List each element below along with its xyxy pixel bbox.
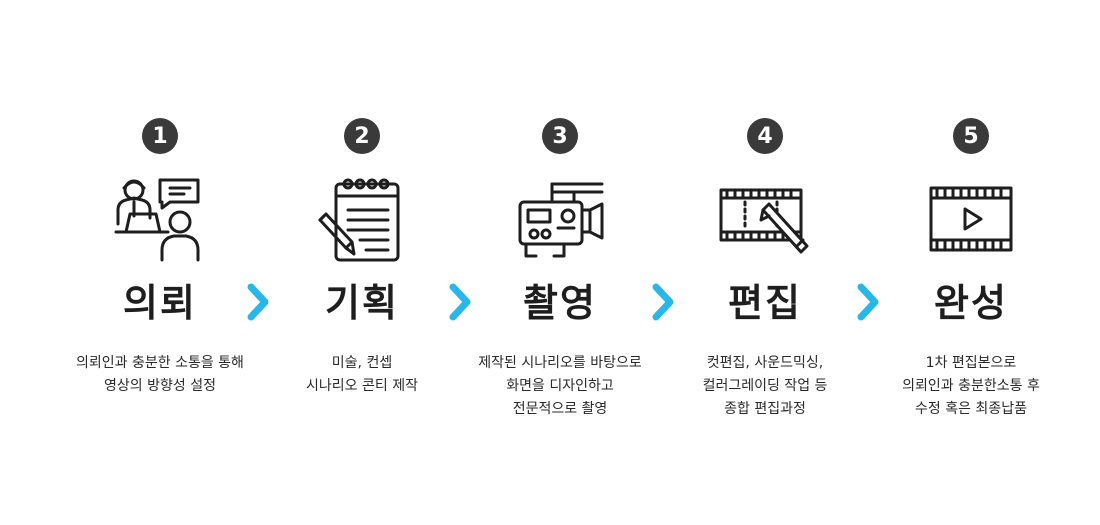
step-number-badge: 5: [953, 118, 989, 154]
step-title: 완성: [934, 281, 1008, 325]
chevron-right-icon: [651, 282, 677, 322]
step-description: 의뢰인과 충분한 소통을 통해 영상의 방향성 설정: [76, 352, 244, 398]
process-step-4: 4 편집 컷편집, 사운드믹싱, 컬러그레이딩 작업 등 종합 편집과정: [660, 118, 870, 421]
step-title: 기획: [325, 281, 399, 325]
step-description-line: 화면을 디자인하고: [506, 378, 614, 394]
film-play-icon: [923, 172, 1019, 268]
step-description-line: 의뢰인과 충분한 소통을 통해: [76, 355, 244, 371]
step-number-badge: 4: [747, 118, 783, 154]
step-description-line: 영상의 방향성 설정: [104, 378, 216, 394]
step-description-line: 미술, 컨셉: [331, 355, 393, 371]
chevron-right-icon: [246, 282, 272, 322]
step-description-line: 제작된 시나리오를 바탕으로: [478, 355, 642, 371]
step-description-line: 시나리오 콘티 제작: [306, 378, 418, 394]
process-step-2: 2 기획 미술, 컨셉 시나리오 콘티 제작: [257, 118, 467, 398]
step-title: 편집: [728, 281, 802, 325]
step-title: 의뢰: [123, 281, 197, 325]
step-title: 촬영: [523, 281, 597, 325]
chevron-right-icon: [856, 282, 882, 322]
step-description-line: 1차 편집본으로: [925, 355, 1017, 371]
step-description-line: 수정 혹은 최종납품: [915, 401, 1027, 417]
step-description-line: 종합 편집과정: [724, 401, 806, 417]
consultation-icon: [112, 172, 208, 268]
process-step-3: 3 촬영 제작된 시나리오를 바탕으로 화면을 디자인하고 전문적으로 촬영: [455, 118, 665, 421]
step-description: 1차 편집본으로 의뢰인과 충분한소통 후 수정 혹은 최종납품: [902, 352, 1040, 421]
step-number-badge: 2: [344, 118, 380, 154]
step-description-line: 컬러그레이딩 작업 등: [702, 378, 828, 394]
chevron-right-icon: [448, 282, 474, 322]
process-step-1: 1 의뢰 의뢰인과 충분한 소통을 통해 영상의 방향성 설정: [55, 118, 265, 398]
step-description-line: 컷편집, 사운드믹싱,: [706, 355, 824, 371]
step-number-badge: 1: [142, 118, 178, 154]
process-step-5: 5 완성 1차 편집본으로 의뢰인과 충분한소통 후 수정 혹은 최종납품: [866, 118, 1076, 421]
step-description-line: 의뢰인과 충분한소통 후: [902, 378, 1040, 394]
step-description: 미술, 컨셉 시나리오 콘티 제작: [306, 352, 418, 398]
step-number-badge: 3: [542, 118, 578, 154]
film-edit-icon: [717, 172, 813, 268]
step-description: 컷편집, 사운드믹싱, 컬러그레이딩 작업 등 종합 편집과정: [703, 352, 828, 421]
video-camera-icon: [512, 172, 608, 268]
step-description-line: 전문적으로 촬영: [512, 401, 608, 417]
step-description: 제작된 시나리오를 바탕으로 화면을 디자인하고 전문적으로 촬영: [478, 352, 641, 421]
notepad-pencil-icon: [314, 172, 410, 268]
